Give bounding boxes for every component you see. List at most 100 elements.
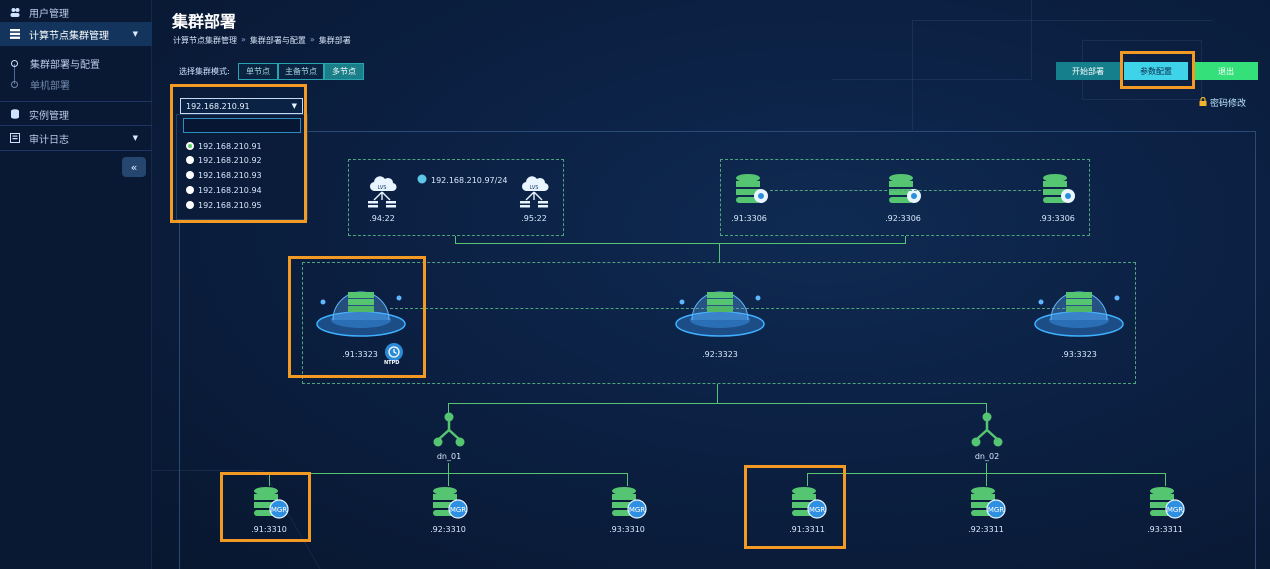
- svg-text:LVS: LVS: [378, 185, 387, 191]
- exit-button[interactable]: 退出: [1194, 62, 1258, 80]
- breadcrumb-separator: »: [309, 35, 315, 44]
- sidebar-subitem-standalone-deploy[interactable]: 单机部署: [0, 75, 152, 93]
- config-db-icon[interactable]: [1041, 172, 1077, 211]
- users-icon: [10, 7, 20, 17]
- compute-node-icon[interactable]: [313, 272, 409, 341]
- radio-icon: [186, 201, 194, 209]
- compute-node-label: .93:3323: [1061, 350, 1097, 359]
- divider: [0, 150, 152, 151]
- data-node-group-label: dn_01: [436, 452, 462, 461]
- mgr-db-icon[interactable]: MGR: [1148, 486, 1186, 523]
- lvs-node-icon[interactable]: LVS: [362, 172, 402, 215]
- sidebar-item-audit-log[interactable]: 审计日志 ▼: [0, 126, 152, 150]
- compute-node-icon[interactable]: [1031, 272, 1127, 341]
- sidebar-subitem-label: 集群部署与配置: [30, 59, 100, 71]
- host-option[interactable]: 192.168.210.94: [186, 184, 262, 196]
- svg-text:MGR: MGR: [271, 506, 287, 514]
- circle-icon: [11, 59, 18, 67]
- mgr-db-label: .92:3310: [430, 525, 466, 534]
- mgr-db-label: .91:3310: [251, 525, 287, 534]
- log-icon: [10, 133, 20, 143]
- connector-line: [986, 473, 987, 486]
- sidebar-subitem-cluster-deploy[interactable]: 集群部署与配置: [0, 54, 152, 72]
- connector-line: [448, 463, 449, 473]
- vip-label: 192.168.210.97/24: [416, 174, 508, 186]
- caret-down-icon: ▼: [132, 134, 138, 142]
- connector-line: [986, 403, 987, 413]
- lvs-node-label: .94:22: [369, 214, 395, 223]
- mgr-db-label: .93:3310: [609, 525, 645, 534]
- vip-address: 192.168.210.97/24: [431, 175, 508, 185]
- divider: [0, 125, 152, 126]
- compute-node-icon[interactable]: [672, 272, 768, 341]
- ntpd-clock-icon: [385, 343, 403, 361]
- breadcrumb-item: 集群部署: [318, 36, 351, 45]
- mgr-db-icon[interactable]: MGR: [610, 486, 648, 523]
- sidebar-item-label: 实例管理: [29, 110, 69, 122]
- sidebar-item-instance-management[interactable]: 实例管理: [0, 102, 152, 126]
- host-option[interactable]: 192.168.210.92: [186, 154, 262, 166]
- main-content: 集群部署 计算节点集群管理 » 集群部署与配置 » 集群部署 选择集群模式: 单…: [152, 0, 1270, 569]
- svg-text:MGR: MGR: [809, 506, 825, 514]
- config-db-group: [720, 159, 1090, 236]
- divider: [0, 101, 152, 102]
- mgr-db-icon[interactable]: MGR: [431, 486, 469, 523]
- svg-text:MGR: MGR: [988, 506, 1004, 514]
- mgr-db-label: .91:3311: [789, 525, 825, 534]
- page-title: 集群部署: [172, 12, 237, 31]
- mgr-db-icon[interactable]: MGR: [252, 486, 290, 523]
- host-option[interactable]: 192.168.210.93: [186, 169, 262, 181]
- connector-line: [455, 243, 906, 244]
- compute-node-label: .92:3323: [702, 350, 738, 359]
- config-db-icon[interactable]: [734, 172, 770, 211]
- host-select-value: 192.168.210.91: [186, 101, 250, 111]
- decor-line: [832, 0, 1032, 80]
- lvs-node-icon[interactable]: LVS: [514, 172, 554, 215]
- data-node-group-icon[interactable]: [433, 412, 465, 451]
- connector-line: [807, 473, 808, 486]
- breadcrumb-item[interactable]: 计算节点集群管理: [173, 36, 237, 45]
- host-select[interactable]: 192.168.210.91 ▼: [180, 98, 303, 114]
- password-change-label: 密码修改: [1210, 99, 1247, 109]
- connector-line: [448, 473, 449, 486]
- connector-line: [627, 473, 628, 486]
- sidebar-item-user-management[interactable]: 用户管理: [0, 0, 152, 24]
- compute-node-group: [302, 262, 1136, 384]
- mgr-db-label: .93:3311: [1147, 525, 1183, 534]
- connector-line: [1165, 473, 1166, 486]
- breadcrumb-separator: »: [241, 35, 246, 44]
- mgr-db-icon[interactable]: MGR: [969, 486, 1007, 523]
- mode-multi-button[interactable]: 多节点: [324, 63, 364, 80]
- radio-selected-icon: [186, 142, 194, 150]
- mode-master-slave-button[interactable]: 主备节点: [278, 63, 324, 80]
- radio-icon: [186, 186, 194, 194]
- lvs-group: [348, 159, 564, 236]
- config-db-label: .93:3306: [1039, 214, 1075, 223]
- connector-line: [719, 243, 720, 262]
- config-params-button[interactable]: 参数配置: [1124, 62, 1188, 80]
- collapse-sidebar-button[interactable]: «: [122, 157, 146, 177]
- sidebar-item-cluster-management[interactable]: 计算节点集群管理 ▼: [0, 22, 152, 46]
- sidebar-item-label: 用户管理: [29, 8, 69, 20]
- host-search-input[interactable]: [183, 118, 301, 133]
- start-deploy-button[interactable]: 开始部署: [1056, 62, 1120, 80]
- connector-line: [905, 236, 906, 244]
- mode-single-button[interactable]: 单节点: [238, 63, 278, 80]
- connector-line: [717, 384, 718, 403]
- host-option[interactable]: 192.168.210.95: [186, 199, 262, 211]
- server-list-icon: [10, 29, 20, 39]
- data-node-group-label: dn_02: [974, 452, 1000, 461]
- sidebar-subitem-label: 单机部署: [30, 80, 70, 92]
- svg-text:MGR: MGR: [629, 506, 645, 514]
- host-option[interactable]: 192.168.210.91: [186, 140, 262, 152]
- breadcrumb-item[interactable]: 集群部署与配置: [249, 36, 306, 45]
- password-change-link[interactable]: 密码修改: [1199, 96, 1246, 109]
- data-node-group-icon[interactable]: [971, 412, 1003, 451]
- host-option-label: 192.168.210.94: [198, 185, 262, 195]
- mgr-db-icon[interactable]: MGR: [790, 486, 828, 523]
- topology-panel: LVS LVS 192.168.210.97/24 .94:22 .95:22 …: [179, 131, 1256, 569]
- config-db-icon[interactable]: [887, 172, 923, 211]
- radio-icon: [186, 156, 194, 164]
- caret-down-icon: ▼: [132, 30, 138, 38]
- mode-label: 选择集群模式:: [179, 67, 230, 76]
